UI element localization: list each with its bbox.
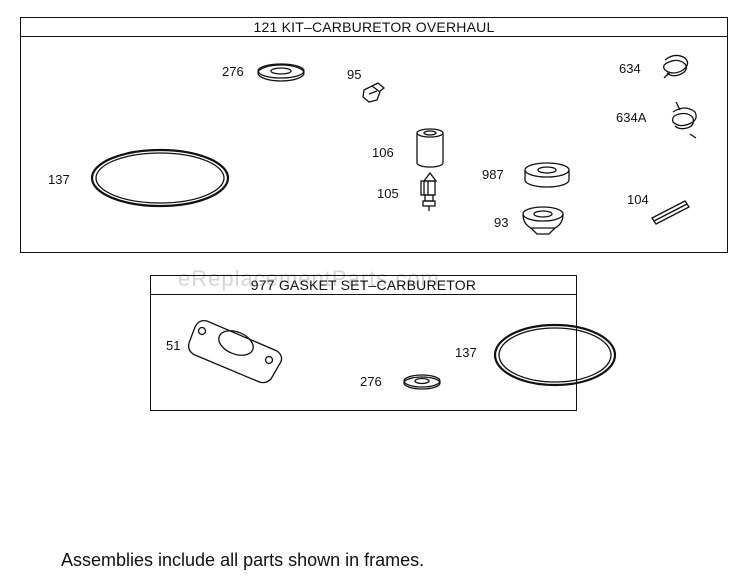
gasket-51 <box>187 319 283 384</box>
part-label-634: 634 <box>619 61 641 76</box>
kit-frame-title: 121 KIT–CARBURETOR OVERHAUL <box>21 18 727 37</box>
oring-137-gasket <box>493 323 617 387</box>
part-label-104: 104 <box>627 192 649 207</box>
gasket-frame-title: 977 GASKET SET–CARBURETOR <box>151 276 576 295</box>
bushing-987 <box>524 162 570 188</box>
spring-634a <box>671 101 697 139</box>
spring-634 <box>663 54 689 79</box>
washer-276-kit <box>257 63 305 82</box>
needle-valve-105 <box>420 171 438 211</box>
part-label-95: 95 <box>347 67 362 82</box>
part-label-105: 105 <box>377 186 399 201</box>
pin-104 <box>651 200 690 225</box>
oring-137-kit <box>90 148 230 208</box>
footer-note: Assemblies include all parts shown in fr… <box>61 550 425 570</box>
part-label-276-gasket: 276 <box>360 374 382 389</box>
spacer-106 <box>416 128 444 168</box>
part-label-93: 93 <box>494 215 509 230</box>
part-label-276: 276 <box>222 64 244 79</box>
seat-93 <box>522 206 564 235</box>
part-label-51: 51 <box>166 338 181 353</box>
gasket-frame: 977 GASKET SET–CARBURETOR <box>150 275 577 411</box>
part-label-137-gasket: 137 <box>455 345 477 360</box>
part-label-137: 137 <box>48 172 70 187</box>
watermark: eReplacementParts.com <box>178 266 440 291</box>
washer-276-gasket <box>403 374 441 390</box>
part-label-987: 987 <box>482 167 504 182</box>
screw-95 <box>362 82 386 103</box>
part-label-634a: 634A <box>616 110 647 125</box>
kit-frame: 121 KIT–CARBURETOR OVERHAUL <box>20 17 728 253</box>
part-label-106: 106 <box>372 145 394 160</box>
